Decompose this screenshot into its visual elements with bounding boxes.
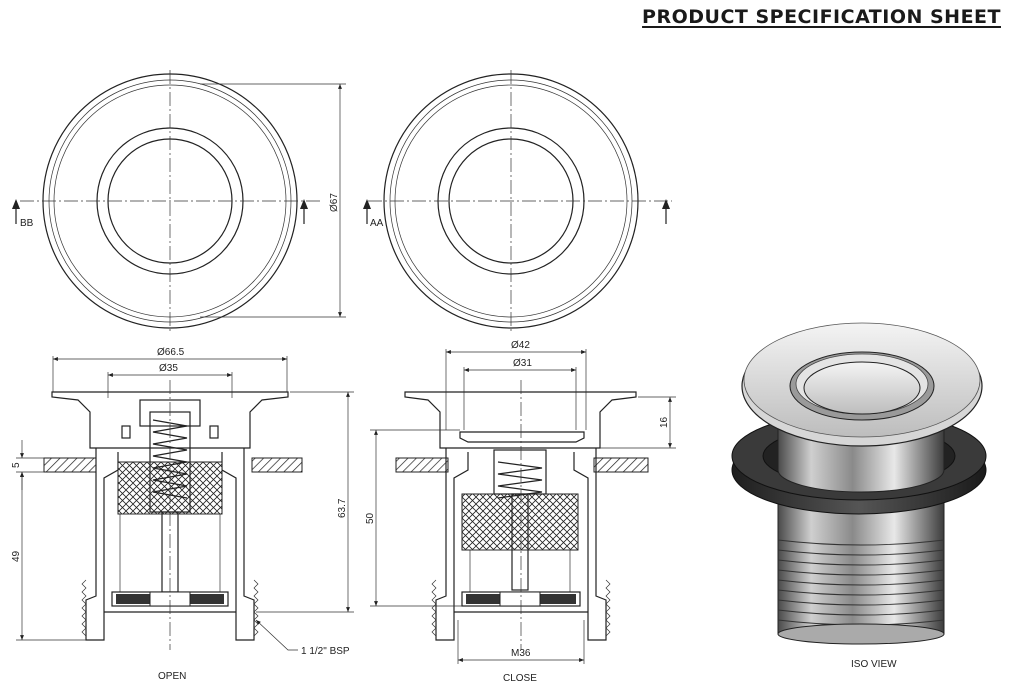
caption-open: OPEN <box>158 671 186 682</box>
dim-close-inner: Ø31 <box>513 358 532 369</box>
dim-open-body: 49 <box>11 550 22 562</box>
section-label-aa: AA <box>370 218 384 229</box>
thread-callout: 1 1/2" BSP <box>301 646 350 657</box>
section-view-open: Ø66.5 Ø35 <box>11 347 354 682</box>
top-view-right: AA <box>363 70 672 332</box>
section-view-close: Ø42 Ø31 16 50 <box>365 340 676 684</box>
dim-diameter-67: Ø67 <box>329 193 340 212</box>
dim-open-outer: Ø66.5 <box>157 347 185 358</box>
dim-close-outer: Ø42 <box>511 340 530 351</box>
dim-close-thread: M36 <box>511 648 531 659</box>
dim-open-height: 63.7 <box>337 498 348 518</box>
caption-iso: ISO VIEW <box>851 659 897 670</box>
sheet-title: PRODUCT SPECIFICATION SHEET <box>642 6 1001 28</box>
dim-open-inner: Ø35 <box>159 363 178 374</box>
iso-view: ISO VIEW <box>731 322 987 670</box>
top-view-left: BB Ø67 <box>12 70 346 332</box>
caption-close: CLOSE <box>503 673 537 684</box>
dim-close-height: 50 <box>365 512 376 524</box>
dim-open-flange: 5 <box>11 462 22 468</box>
dim-close-cap: 16 <box>659 416 670 428</box>
section-label-bb: BB <box>20 218 34 229</box>
